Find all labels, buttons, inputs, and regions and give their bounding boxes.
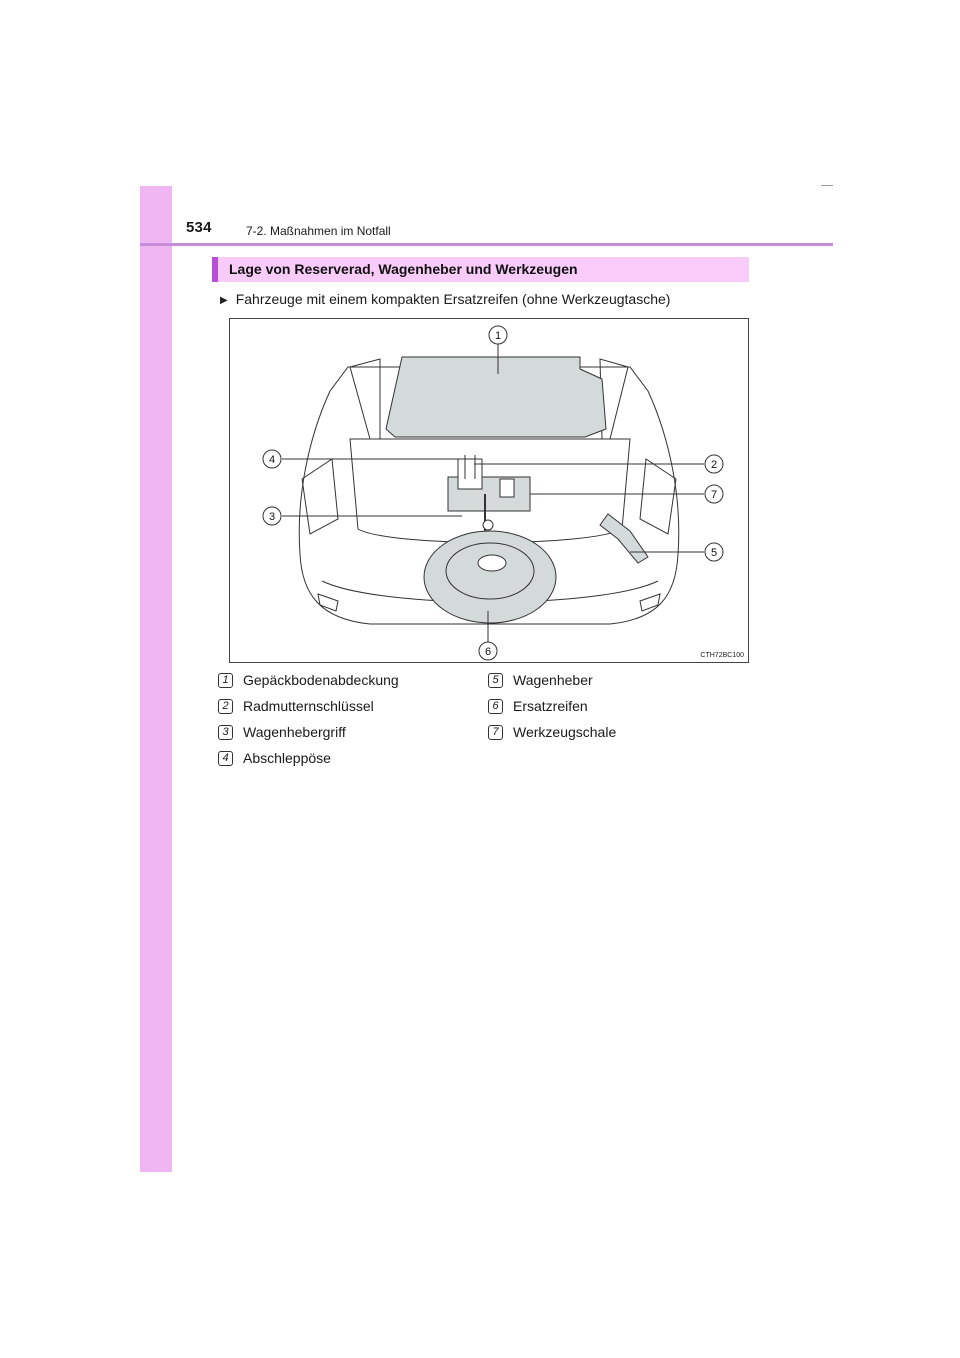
callout-2-circle (704, 454, 724, 474)
section-title: 7-2. Maßnahmen im Notfall (246, 224, 391, 238)
intro-text: Fahrzeuge mit einem kompakten Ersatzreif… (235, 291, 671, 307)
left-light (301, 458, 339, 535)
legend-label: Wagenheber (513, 672, 593, 688)
callout-1-circle (488, 325, 508, 345)
legend-label: Radmutternschlüssel (243, 698, 374, 714)
corner-mark (821, 185, 833, 186)
trunk-illustration: 1 2 3 4 5 6 7 CTH72BC100 (229, 318, 749, 663)
side-tab (140, 186, 172, 1172)
triangle-right-icon: ▶ (220, 295, 228, 306)
callout-3: 3 (269, 511, 275, 523)
intro-line: ▶ Fahrzeuge mit einem kompakten Ersatzrei… (220, 291, 670, 307)
left-reflector (317, 593, 339, 612)
callout-5: 5 (711, 547, 717, 559)
callout-4: 4 (269, 454, 275, 466)
right-strut (599, 358, 629, 440)
callout-6-circle (478, 641, 498, 661)
luggage-cover (385, 356, 607, 438)
heading-text: Lage von Reserverad, Wagenheber und Werk… (229, 261, 578, 277)
callout-5-circle (704, 542, 724, 562)
legend-label: Wagenhebergriff (243, 724, 346, 740)
right-reflector (639, 593, 661, 612)
figure-code: CTH72BC100 (700, 652, 744, 659)
legend-number: 6 (488, 699, 503, 714)
car-jack (599, 513, 649, 564)
header-rule (140, 243, 833, 246)
right-light (639, 458, 677, 535)
spare-tire (423, 530, 557, 624)
left-strut (349, 358, 381, 440)
legend-label: Ersatzreifen (513, 698, 588, 714)
legend-number: 4 (218, 751, 233, 766)
callout-7-circle (704, 484, 724, 504)
legend-label: Gepäckbodenabdeckung (243, 672, 399, 688)
trunk-drawing: 1 2 3 4 5 6 7 (262, 325, 724, 661)
legend-number: 7 (488, 725, 503, 740)
legend-number: 5 (488, 673, 503, 688)
callout-3-circle (262, 506, 282, 526)
legend-number: 3 (218, 725, 233, 740)
legend-number: 2 (218, 699, 233, 714)
callout-4-circle (262, 449, 282, 469)
legend-label: Abschleppöse (243, 750, 331, 766)
car-body-outline (298, 366, 680, 625)
legend-number: 1 (218, 673, 233, 688)
callout-1: 1 (495, 330, 501, 342)
callout-2: 2 (711, 459, 717, 471)
page-number: 534 (186, 219, 212, 236)
legend-label: Werkzeugschale (513, 724, 617, 740)
heading-box: Lage von Reserverad, Wagenheber und Werk… (212, 257, 749, 282)
callout-6: 6 (485, 646, 491, 658)
callout-7: 7 (711, 489, 717, 501)
